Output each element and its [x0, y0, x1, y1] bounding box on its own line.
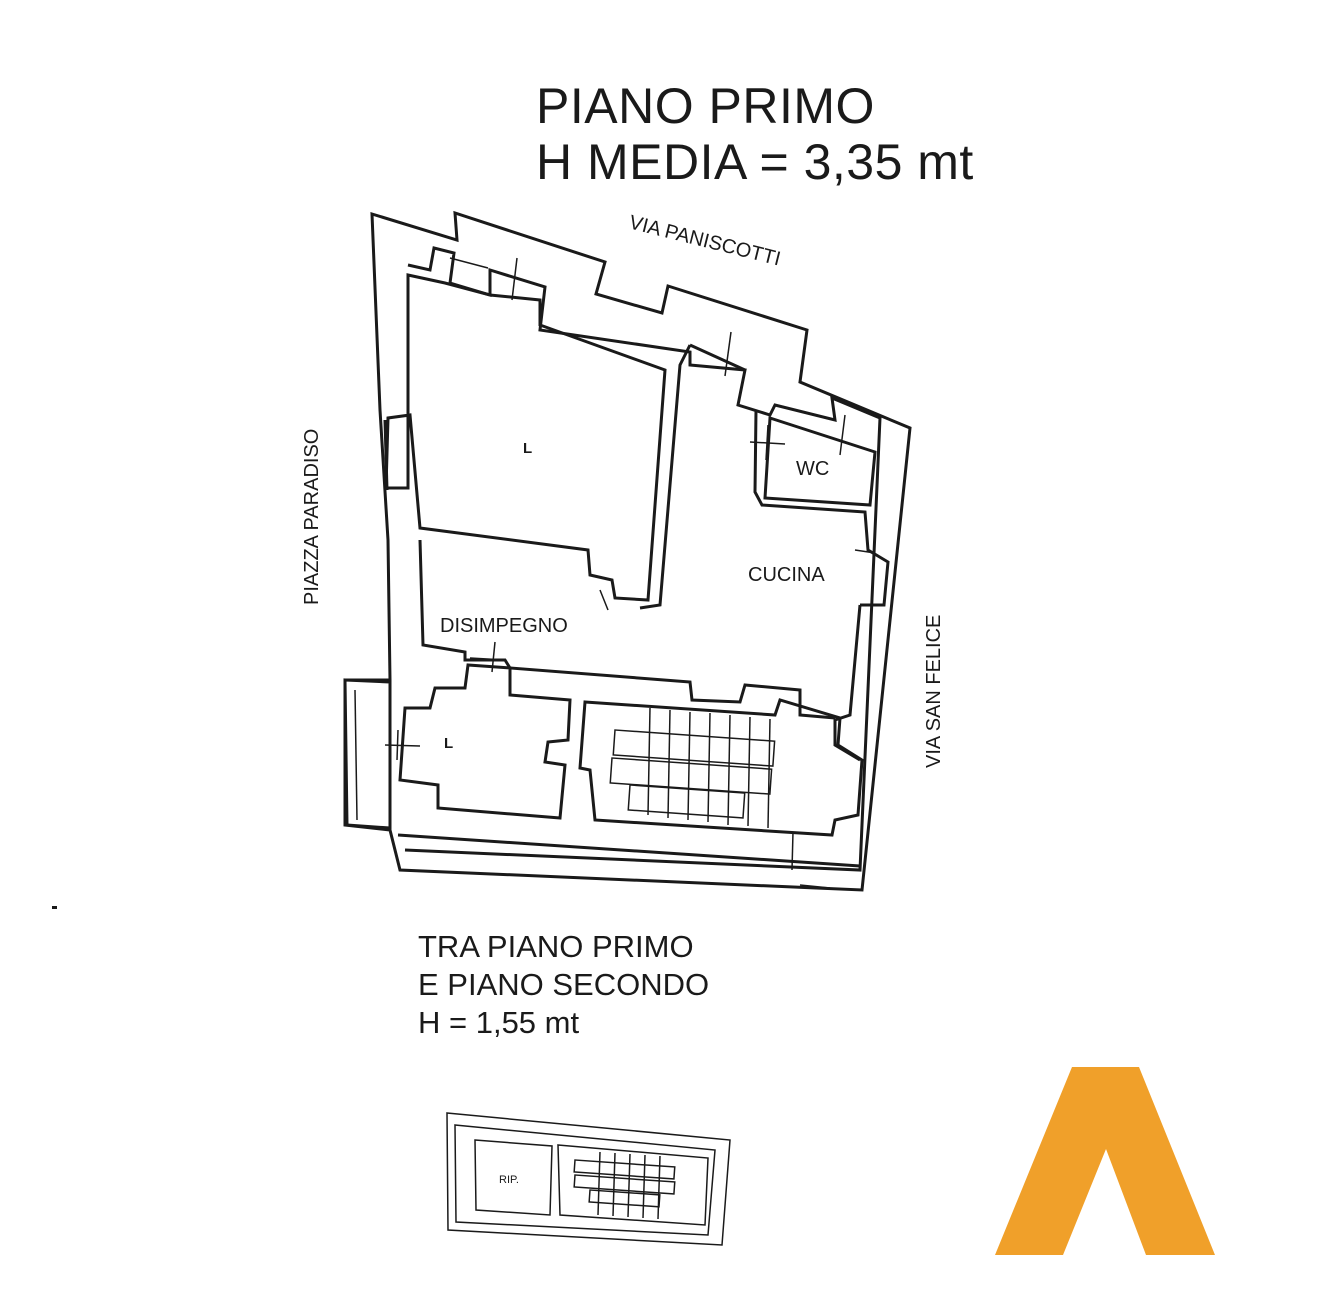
stray-mark — [52, 906, 57, 909]
plan-title-line-1: PIANO PRIMO — [536, 78, 875, 134]
mezzanine-inner — [454, 1124, 716, 1236]
mezzanine-title-line-2: E PIANO SECONDO — [418, 967, 710, 1002]
mezzanine-title-line-3: H = 1,55 mt — [418, 1005, 580, 1040]
room-label-living-small: L — [444, 735, 453, 752]
window-tick — [449, 257, 489, 269]
south-tick — [799, 884, 831, 889]
building-outline — [343, 210, 912, 892]
west-window — [383, 419, 389, 491]
room-label-storage: RIP. — [499, 1174, 519, 1186]
inner-perimeter — [404, 246, 882, 872]
door-tick — [396, 729, 399, 761]
hallway-walls — [418, 539, 836, 720]
partition-living-kitchen-2 — [689, 343, 746, 372]
wc-door-tick — [765, 424, 769, 461]
partition-living-kitchen — [639, 344, 692, 610]
stair-block — [578, 698, 864, 837]
street-label-west: PIAZZA PARADISO — [301, 429, 323, 605]
mezzanine-outline — [446, 1112, 731, 1246]
room-label-kitchen: CUCINA — [748, 564, 825, 586]
door-tick — [599, 589, 609, 611]
plan-title-line-2: H MEDIA = 3,35 mt — [536, 134, 974, 190]
mezzanine-title: TRA PIANO PRIMO E PIANO SECONDO H = 1,55… — [418, 928, 709, 1042]
street-label-north: VIA PANISCOTTI — [627, 212, 783, 271]
window-tick — [511, 257, 518, 301]
window-tick — [724, 331, 732, 377]
kitchen-tick — [854, 549, 876, 554]
mezzanine-stair-block — [557, 1144, 709, 1226]
wc-room — [763, 415, 877, 507]
mezzanine-title-line-1: TRA PIANO PRIMO — [418, 929, 694, 964]
room-label-hallway: DISIMPEGNO — [440, 615, 568, 637]
door-tick — [469, 657, 506, 661]
room-label-wc: WC — [796, 458, 829, 480]
wc-window-tick — [839, 414, 846, 456]
mezzanine-stair-steps — [573, 1151, 676, 1220]
living-room-main — [384, 273, 667, 602]
plan-title: PIANO PRIMO H MEDIA = 3,35 mt — [536, 78, 974, 190]
south-tick — [791, 831, 794, 871]
storage-room — [474, 1139, 553, 1216]
street-label-east: VIA SAN FELICE — [923, 615, 945, 768]
brand-logo — [995, 1067, 1215, 1255]
west-balcony — [343, 678, 392, 830]
living-room-small — [398, 663, 572, 820]
balcony-inner — [354, 689, 358, 821]
stair-steps — [609, 707, 776, 829]
mezzanine-plan: RIP. — [446, 1112, 731, 1246]
south-wall — [397, 833, 861, 868]
wc-outer — [753, 409, 890, 607]
room-label-living-main: L — [523, 440, 532, 457]
